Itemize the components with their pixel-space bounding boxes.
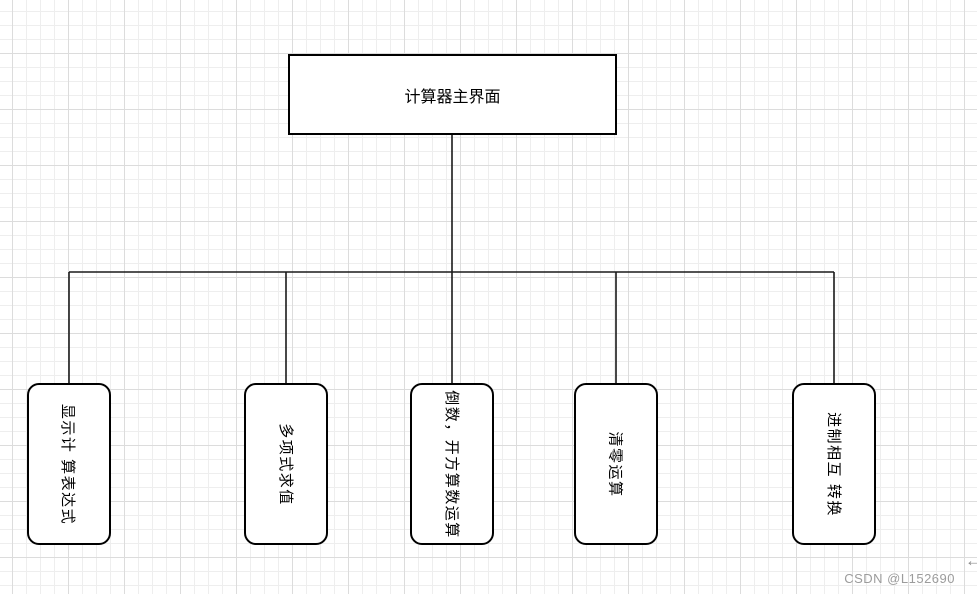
node-polynomial-evaluation: 多项式求值 <box>244 383 328 545</box>
csdn-watermark: CSDN @L152690 <box>844 571 955 586</box>
node-base-conversion: 进制相互 转换 <box>792 383 876 545</box>
left-arrow-icon[interactable]: ← <box>965 551 977 570</box>
node-reciprocal-sqrt-arithmetic-label: 倒数，开方算数运算 <box>442 389 460 539</box>
node-reciprocal-sqrt-arithmetic: 倒数，开方算数运算 <box>410 383 494 545</box>
node-clear-zero-operation: 清零运算 <box>574 383 658 545</box>
node-display-expression: 显示计 算表达式 <box>27 383 111 545</box>
node-base-conversion-label: 进制相互 转换 <box>824 411 842 517</box>
node-display-expression-label: 显示计 算表达式 <box>59 403 77 525</box>
node-clear-zero-operation-label: 清零运算 <box>606 430 624 498</box>
node-calculator-main-interface: 计算器主界面 <box>288 54 617 135</box>
csdn-watermark-text: CSDN @L152690 <box>844 571 955 586</box>
node-polynomial-evaluation-label: 多项式求值 <box>276 422 294 506</box>
node-root-label: 计算器主界面 <box>404 88 501 106</box>
